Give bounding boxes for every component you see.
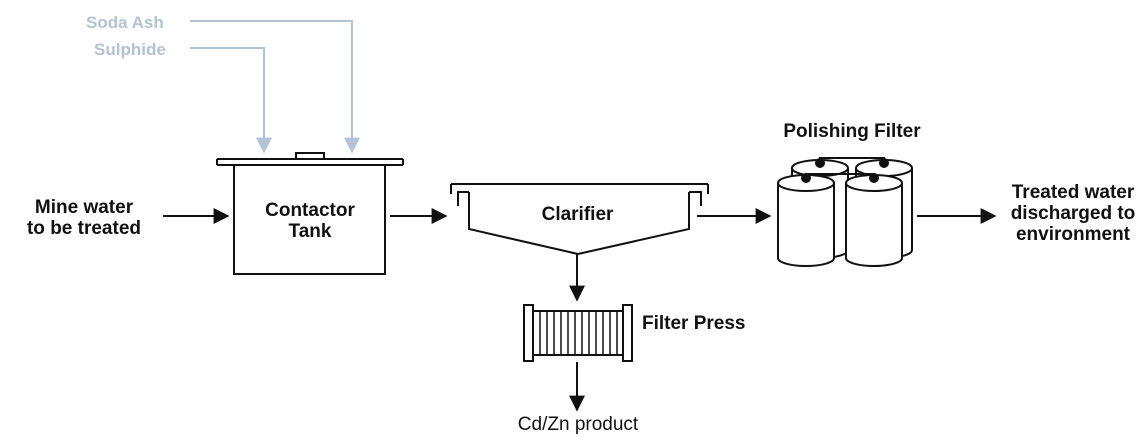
filter-press-icon bbox=[523, 304, 633, 362]
input-label-line2: to be treated bbox=[26, 218, 142, 239]
contactor-tank-label: Contactor Tank bbox=[245, 200, 375, 242]
sulphide-feed-line bbox=[190, 47, 272, 154]
input-label-line1: Mine water bbox=[34, 197, 134, 218]
contactor-tank-label-line1: Contactor bbox=[265, 200, 355, 221]
product-label: Cd/Zn product bbox=[517, 414, 639, 435]
output-label-line3: environment bbox=[1015, 224, 1131, 245]
contactor-tank-label-line2: Tank bbox=[288, 221, 332, 242]
filter-press-label: Filter Press bbox=[642, 313, 746, 334]
clarifier-label: Clarifier bbox=[541, 204, 614, 225]
soda-ash-feed-line bbox=[190, 20, 360, 154]
soda-ash-label: Soda Ash bbox=[86, 13, 164, 32]
sulphide-label: Sulphide bbox=[94, 40, 166, 59]
output-label: Treated water discharged to environment bbox=[1000, 182, 1146, 245]
polishing-filter-label: Polishing Filter bbox=[783, 121, 921, 142]
polishing-filter-icon bbox=[777, 157, 913, 267]
contactor-tank-icon bbox=[216, 152, 404, 275]
output-label-line2: discharged to bbox=[1010, 203, 1136, 224]
input-label: Mine water to be treated bbox=[8, 197, 160, 239]
output-label-line1: Treated water bbox=[1011, 182, 1135, 203]
